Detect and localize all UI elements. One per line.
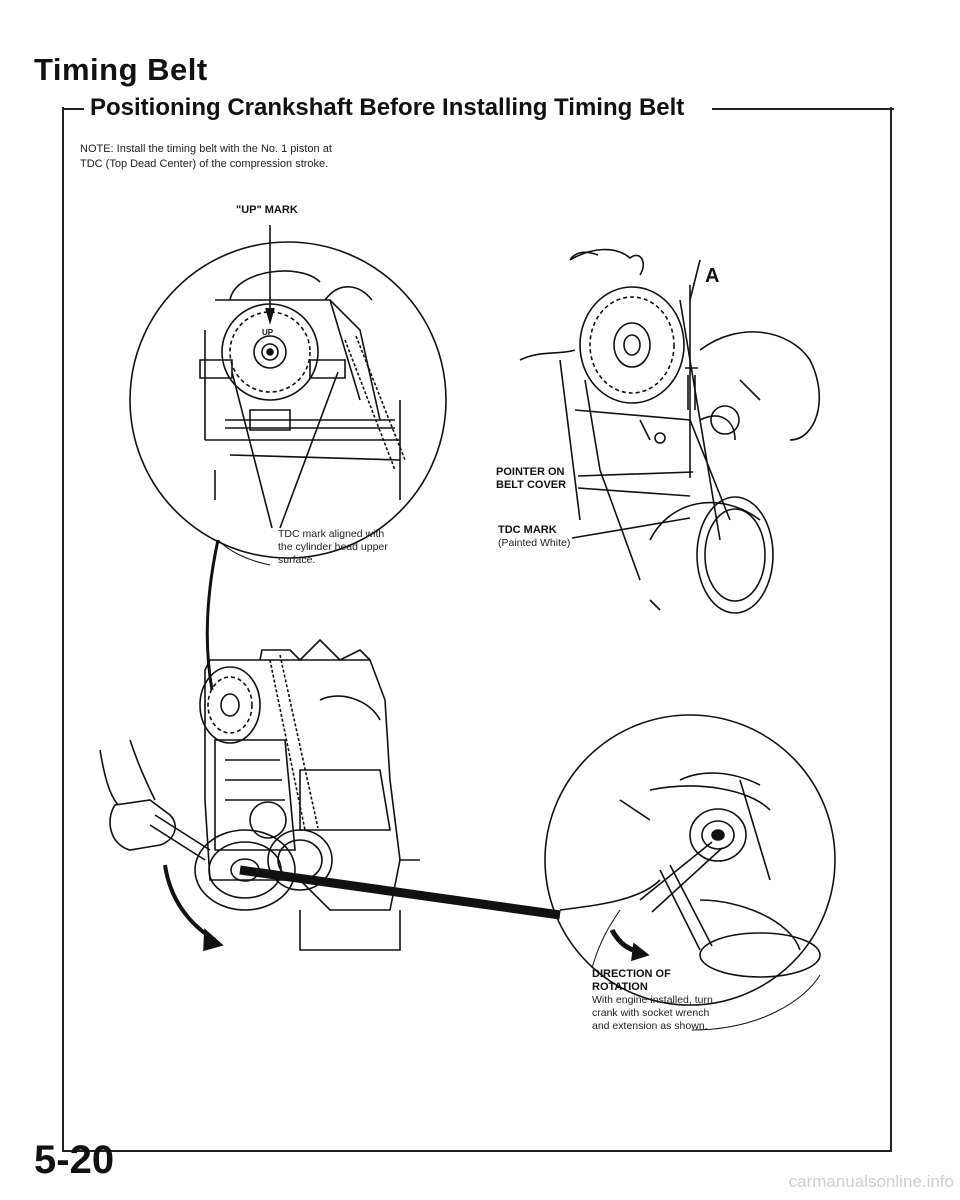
hand-with-wrench-drawing — [99, 739, 211, 861]
engine-assembly-drawing — [194, 638, 420, 951]
note-line-2: TDC (Top Dead Center) of the compression… — [80, 158, 329, 170]
tdc-aligned-line-2: the cylinder head upper — [278, 541, 388, 553]
detail-circle-cam — [129, 241, 447, 559]
direction-line-3: With engine installed, turn — [592, 994, 713, 1006]
installation-note: NOTE: Install the timing belt with the N… — [80, 142, 500, 172]
pointer-leader-2 — [577, 487, 691, 497]
tdc-aligned-line-3: surface. — [278, 554, 316, 566]
direction-label: DIRECTION OF ROTATION With engine instal… — [592, 968, 713, 1033]
detail-circle-crank — [544, 714, 836, 1006]
page-number: 5-20 — [34, 1138, 115, 1182]
pointer-line-1: POINTER ON — [496, 466, 565, 478]
tdc-pointer-lines — [231, 371, 339, 529]
direction-line-2: ROTATION — [592, 981, 648, 993]
tdc-aligned-line-1: TDC mark aligned with — [278, 528, 385, 540]
direction-line-4: crank with socket wrench — [592, 1007, 710, 1019]
pointer-line-2: BELT COVER — [496, 479, 567, 491]
belt-cover-drawing — [519, 248, 820, 614]
tdc-mark-leader — [571, 517, 691, 539]
section-rule-right — [712, 108, 894, 110]
symbol-a-icon: A — [705, 265, 719, 287]
assembly-leader — [205, 539, 220, 691]
tdc-aligned-caption: TDC mark aligned with the cylinder head … — [278, 528, 388, 567]
section-frame — [62, 107, 892, 1152]
direction-line-5: and extension as shown. — [592, 1020, 708, 1032]
tdc-mark-line-1: TDC MARK — [498, 524, 557, 536]
section-rule-left — [62, 108, 84, 110]
socket-wrench-detail-drawing — [559, 772, 821, 978]
direction-line-1: DIRECTION OF — [592, 968, 671, 980]
extension-bar — [239, 865, 561, 920]
note-line-1: NOTE: Install the timing belt with the N… — [80, 143, 332, 155]
watermark: carmanualsonline.info — [788, 1172, 954, 1191]
pointer-label: POINTER ON BELT COVER — [496, 466, 566, 492]
page-title: Timing Belt — [34, 52, 208, 87]
tdc-mark-label: TDC MARK (Painted White) — [498, 524, 570, 550]
tdc-mark-line-2: (Painted White) — [498, 537, 571, 549]
pointer-leader — [577, 471, 694, 477]
up-mark-label: "UP" MARK — [236, 204, 298, 216]
section-title: Positioning Crankshaft Before Installing… — [90, 94, 685, 121]
cam-up-marking: UP — [262, 328, 274, 337]
section-header: Positioning Crankshaft Before Installing… — [62, 94, 894, 121]
